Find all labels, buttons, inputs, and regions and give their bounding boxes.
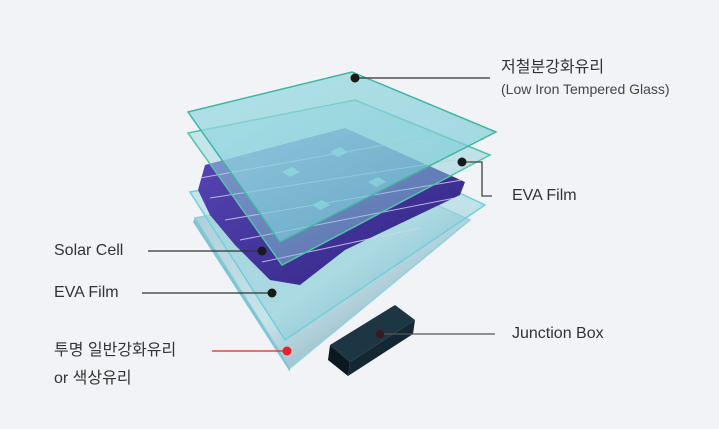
label-back-glass-line1: 투명 일반강화유리 — [54, 342, 177, 359]
label-eva-film-bottom: EVA Film — [54, 284, 119, 301]
leader-junction-box — [376, 330, 495, 338]
label-solar-cell: Solar Cell — [54, 242, 124, 259]
label-junction-box: Junction Box — [512, 325, 604, 342]
label-eva-film-top: EVA Film — [512, 187, 577, 204]
leader-eva-top — [457, 157, 492, 197]
leader-solar-cell — [148, 246, 267, 256]
back-glass-edge — [193, 218, 290, 372]
leader-eva-bottom — [142, 288, 277, 298]
leader-back-glass — [212, 346, 292, 356]
label-back-glass-line2: or 색상유리 — [54, 370, 132, 387]
low-iron-tempered-glass-layer — [186, 71, 498, 243]
leader-top-glass — [350, 73, 490, 83]
label-top-glass-subtitle: (Low Iron Tempered Glass) — [501, 81, 670, 97]
label-top-glass-title: 저철분강화유리 — [501, 59, 605, 76]
